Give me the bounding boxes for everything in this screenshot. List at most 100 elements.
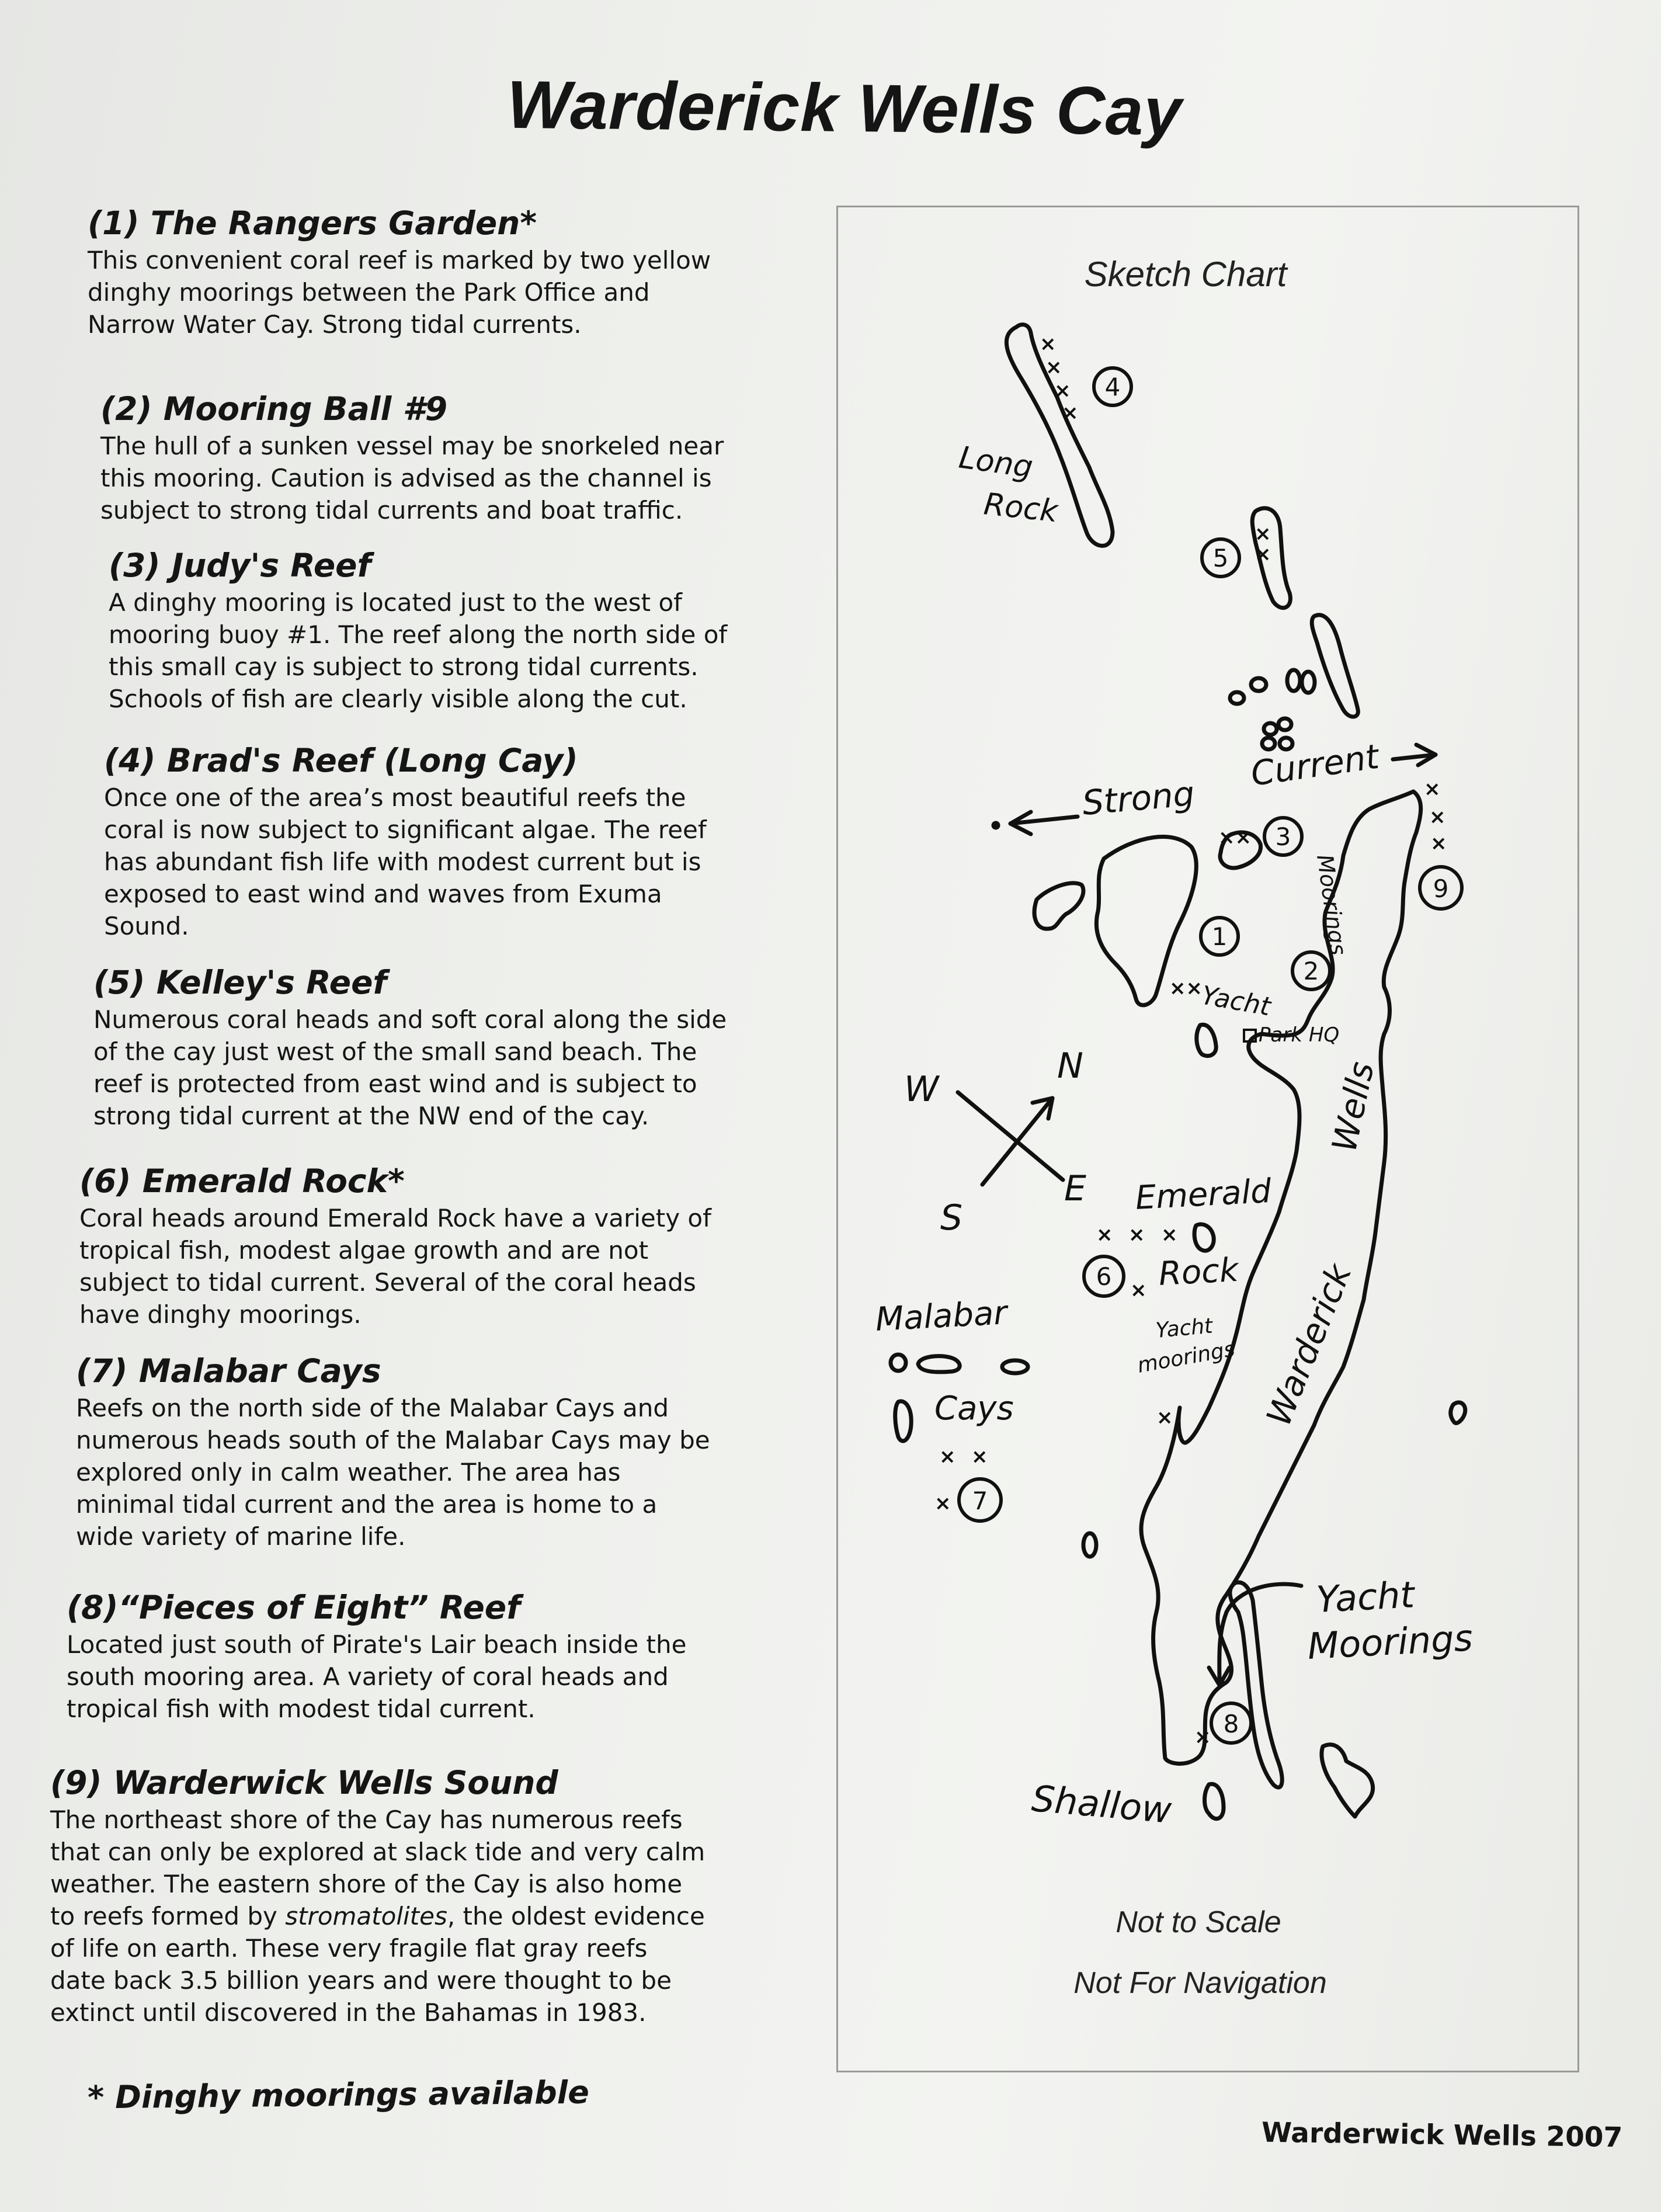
site-marker-5: 5 [1213,544,1229,572]
site-marker-3-ring [1263,816,1304,857]
not-to-scale-note: Not to Scale [1116,1905,1281,1939]
label-park-hq: Park HQ [1259,1023,1339,1047]
site-marker-8-ring [1210,1701,1253,1745]
label-shallow: Shallow [1030,1777,1173,1832]
label-emerald: Emerald [1134,1172,1272,1217]
site-7: (7) Malabar Cays Reefs on the north side… [76,1352,812,1553]
compass-s: S [940,1197,962,1238]
emerald-rock-outline [1192,1222,1216,1253]
current-arrow-east [1391,752,1438,762]
reef-mark: × [1054,379,1071,402]
site-marker-9-ring [1418,865,1464,911]
compass-north-arrow [1030,1096,1055,1121]
reef-mark: × [1424,777,1441,801]
site-heading: (2) Mooring Ball #9 [100,390,448,428]
site-9: (9) Warderwick Wells Sound The northeast… [50,1764,809,2029]
reef-mark: × [1255,522,1271,546]
reef-mark: × [1156,1406,1173,1429]
rock-outline [1285,668,1302,693]
reef-mark: × [1040,332,1057,356]
malabar-cay-outline [888,1352,908,1373]
site-description: Reefs on the north side of the Malabar C… [76,1394,710,1551]
label-moorings-big: Moorings [1306,1616,1474,1668]
reef-mark: × [1430,832,1447,855]
site-description: The hull of a sunken vessel may be snork… [100,432,724,525]
site-5: (5) Kelley's Reef Numerous coral heads a… [93,964,829,1132]
site-marker-7: 7 [972,1487,988,1515]
site-marker-6: 6 [1096,1262,1112,1291]
reef-mark: ×× [1218,826,1252,849]
islet-outline [1319,1742,1375,1819]
site-4: (4) Brad's Reef (Long Cay) Once one of t… [104,742,840,942]
site-description: Numerous coral heads and soft coral alon… [93,1005,727,1130]
label-strong: Strong [1080,773,1196,823]
rock-outline [1081,1531,1099,1559]
reef-mark: × [971,1445,988,1468]
reef-mark: × [939,1445,956,1468]
west-cay-outline [1032,881,1086,931]
islet-outline [1448,1400,1468,1425]
site-marker-4-ring [1092,366,1133,407]
site-marker-1: 1 [1212,922,1228,951]
compass-nw-se-line [955,1090,1065,1182]
label-malabar: Malabar [874,1294,1009,1339]
site-marker-6-ring [1082,1255,1125,1298]
site-2: (2) Mooring Ball #9 The hull of a sunken… [100,390,836,526]
reef-mark: × [1062,401,1079,425]
site-marker-7-ring [957,1477,1003,1523]
reef-mark: ×× [1169,977,1203,1000]
compass-n: N [1057,1046,1083,1086]
site-3: (3) Judy's Reef A dinghy mooring is loca… [109,547,845,715]
site-marker-8: 8 [1224,1710,1239,1738]
label-wells: Wells [1324,1058,1382,1155]
label-rock: Rock [982,487,1061,529]
site-description: This convenient coral reef is marked by … [88,246,711,339]
site-marker-1-ring [1199,916,1240,957]
site-marker-5-ring [1200,537,1241,578]
kelley-cay-outline [1250,506,1292,610]
reef-mark: × [1194,1725,1211,1749]
judys-cay-outline [1218,830,1263,870]
compass-w: W [904,1069,940,1110]
south-anchorage-outline [1228,1580,1284,1790]
label-moorings-vertical: Moorings [1312,853,1351,957]
site-description: Located just south of Pirate's Lair beac… [67,1630,687,1723]
site-description: Once one of the area’s most beautiful re… [104,783,707,940]
current-arrow-dot [991,821,1000,830]
site-text-after: , the oldest evidence of life on earth. … [50,1902,705,2027]
reef-mark: × [1096,1223,1113,1246]
islet-outline [1309,613,1360,719]
reef-mark: × [1161,1223,1178,1246]
site-description: Coral heads around Emerald Rock have a v… [79,1204,711,1329]
current-arrow-west-head [1008,810,1033,836]
site-6: (6) Emerald Rock* Coral heads around Eme… [79,1162,815,1331]
rock-outline [1249,676,1269,693]
long-rock-outline [1004,322,1115,548]
site-marker-9: 9 [1433,874,1449,903]
rock-outline [1262,721,1279,737]
label-long: Long [957,440,1035,485]
site-text-before: The northeast shore of the Cay has numer… [50,1805,706,1930]
site-heading: (8)“Pieces of Eight” Reef [67,1589,521,1626]
sketch-chart-frame [836,206,1579,2072]
label-yacht-big: Yacht [1315,1573,1417,1621]
malabar-cay-outline [916,1354,962,1374]
site-1: (1) The Rangers Garden* This convenient … [88,204,823,341]
malabar-cay-outline [893,1399,913,1443]
label-moorings-small: moorings [1135,1337,1236,1378]
reef-mark: × [1128,1223,1145,1246]
islet-outline [1203,1782,1226,1821]
rock-outline [1260,735,1277,752]
islet-outline [1194,1022,1218,1058]
rock-outline [1299,669,1317,695]
rock-outline [1276,716,1294,732]
site-description: A dinghy mooring is located just to the … [109,588,728,713]
site-marker-3: 3 [1276,822,1291,851]
narrow-water-cay-outline [1094,835,1198,1008]
site-heading: (4) Brad's Reef (Long Cay) [104,742,578,779]
site-heading: (1) The Rangers Garden* [88,204,537,242]
not-for-navigation-note: Not For Navigation [1073,1966,1327,2000]
warderick-wells-cay-outline [1139,789,1423,1766]
rock-outline [1228,690,1246,706]
reef-mark: × [934,1492,951,1515]
